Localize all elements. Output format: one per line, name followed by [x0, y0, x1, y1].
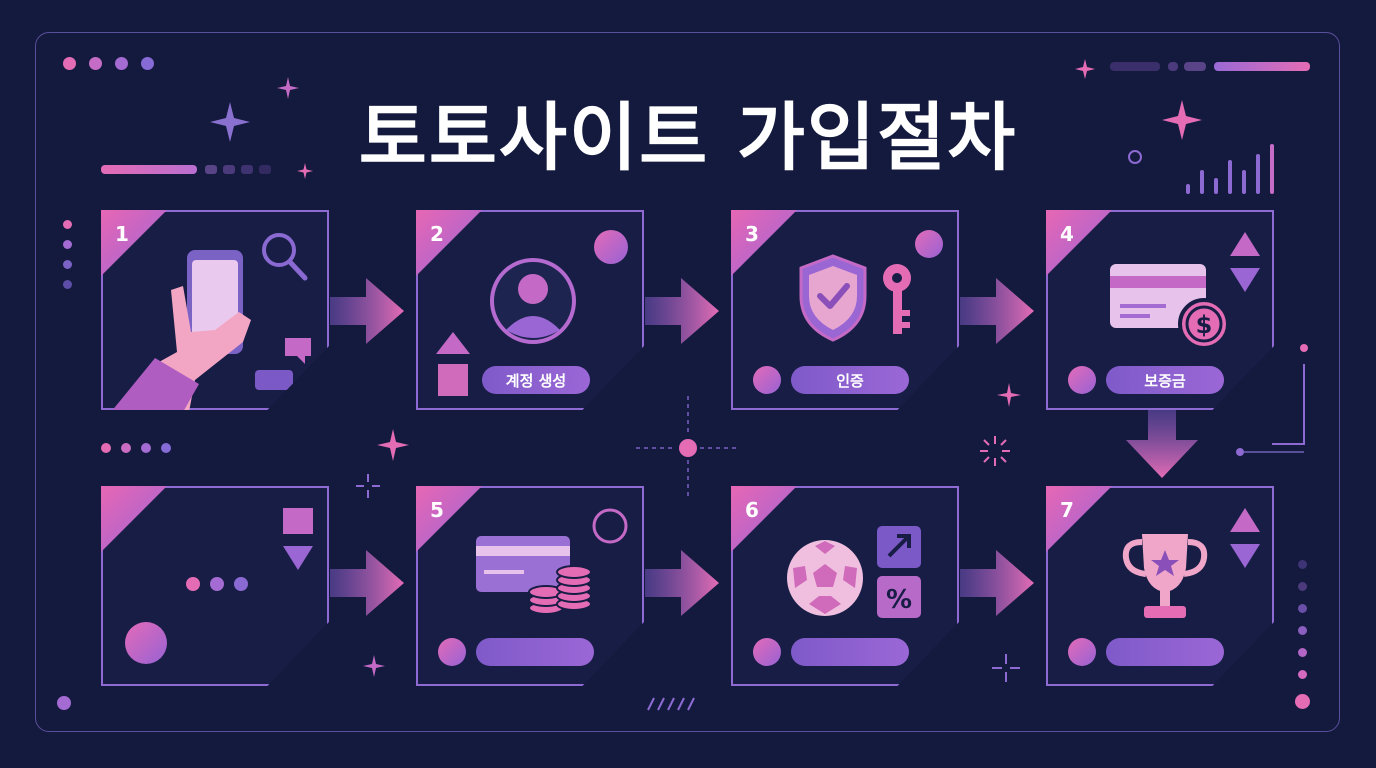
step-label-pill: 보증금 [1106, 366, 1224, 394]
up-down-triangles-icon [1230, 232, 1260, 292]
step-card-4: 4 $ 보증금 [1046, 210, 1274, 410]
smartphone-hand-icon [111, 233, 311, 410]
card-corner-accent [416, 486, 482, 552]
ellipsis-icon [186, 577, 248, 591]
up-down-triangles-icon [1230, 508, 1260, 568]
step-card-7: 7 [1046, 486, 1274, 686]
sparkle-icon [997, 383, 1021, 407]
ring-icon [1128, 150, 1142, 164]
sparkle-icon [297, 163, 313, 179]
flow-arrow-right [645, 278, 719, 344]
flow-arrow-right [645, 550, 719, 616]
soccer-ball-odds-icon: % [787, 526, 921, 618]
decor-slashes [647, 697, 695, 711]
card-corner-accent [1046, 486, 1112, 552]
flow-arrow-right [960, 550, 1034, 616]
step-number: 5 [430, 498, 444, 522]
step-label-pill [1106, 638, 1224, 666]
flow-arrow-down [1126, 410, 1198, 478]
sparkle-icon [1162, 100, 1202, 140]
decor-circle [594, 230, 628, 264]
decor-corner-line [1236, 344, 1308, 456]
svg-text:%: % [886, 585, 912, 615]
step-number: 1 [115, 222, 129, 246]
flow-arrow-right [330, 278, 404, 344]
ring-icon [592, 508, 628, 544]
step-card-6: 6 % [731, 486, 959, 686]
decor-circle [753, 638, 781, 666]
step-number: 6 [745, 498, 759, 522]
card-corner-accent [731, 210, 797, 276]
step-card-5: 5 [416, 486, 644, 686]
sparkle-icon [277, 77, 299, 99]
flow-arrow-right [330, 550, 404, 616]
decor-circle [438, 638, 466, 666]
sparkle-icon [377, 429, 409, 461]
decor-signal-bars [1186, 144, 1274, 194]
decor-circle [1068, 366, 1096, 394]
trophy-icon [1122, 534, 1208, 618]
step-label-pill: 계정 생성 [482, 366, 590, 394]
decor-dot [57, 696, 71, 710]
page-title: 토토사이트 가입절차 [358, 95, 1018, 181]
card-coins-icon [476, 536, 592, 615]
decor-circle [1068, 638, 1096, 666]
step-label-pill [476, 638, 594, 666]
user-profile-icon [490, 258, 576, 344]
sparkle-icon [210, 102, 250, 142]
decor-triangle-block [436, 332, 470, 396]
svg-text:$: $ [1196, 311, 1213, 339]
burst-icon [980, 436, 1010, 466]
step-label-pill: 인증 [791, 366, 909, 394]
credit-card-dollar-icon: $ [1110, 264, 1230, 350]
step-card-1: 1 [101, 210, 329, 410]
crosshair-icon [992, 654, 1020, 682]
card-corner-accent [416, 210, 482, 276]
step-number: 7 [1060, 498, 1074, 522]
down-triangle-block-icon [283, 508, 313, 570]
flow-arrow-right [960, 278, 1034, 344]
step-number: 4 [1060, 222, 1074, 246]
step-label-pill [791, 638, 909, 666]
decor-circle [753, 366, 781, 394]
decor-circle [125, 622, 167, 664]
step-card-3: 3 인증 [731, 210, 959, 410]
shield-key-icon [799, 254, 911, 342]
sparkle-icon [1075, 59, 1095, 79]
step-card-continue [101, 486, 329, 686]
step-number: 3 [745, 222, 759, 246]
crosshair-icon [356, 474, 380, 498]
outer-frame [35, 32, 1340, 732]
decor-circle [915, 230, 943, 258]
center-target-icon [636, 396, 740, 500]
sparkle-icon [363, 655, 385, 677]
card-corner-accent [101, 486, 167, 552]
step-card-2: 2 계정 생성 [416, 210, 644, 410]
step-number: 2 [430, 222, 444, 246]
card-corner-accent [1046, 210, 1112, 276]
